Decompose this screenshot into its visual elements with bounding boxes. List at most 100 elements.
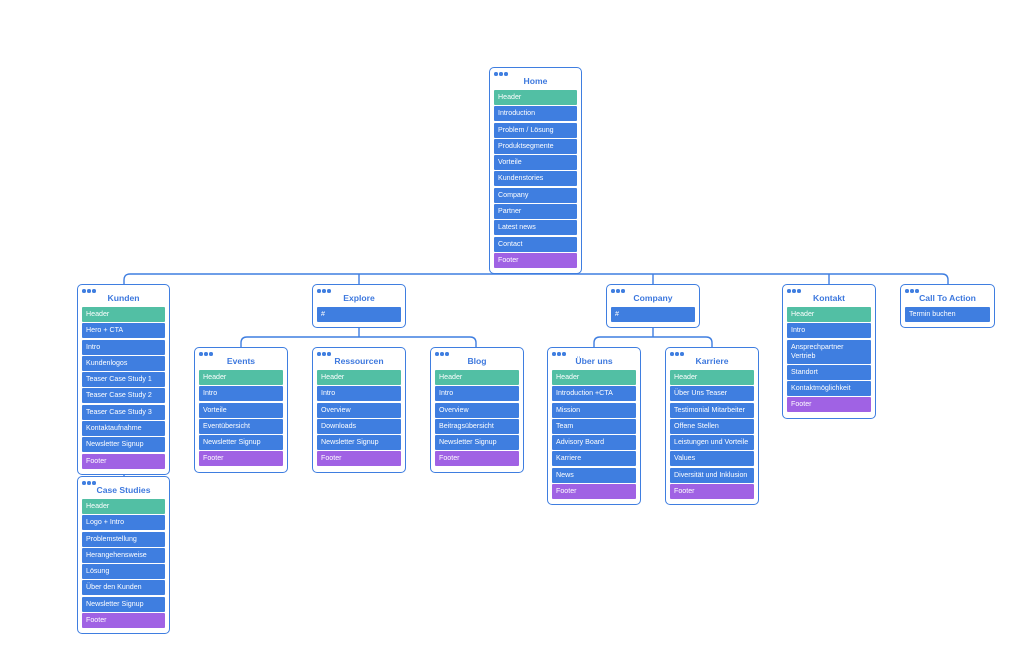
section-item: Header [494, 90, 577, 105]
section-item: Testimonial Mitarbeiter [670, 402, 754, 418]
card-title: Home [523, 76, 548, 86]
section-item: Footer [435, 451, 519, 467]
section-item: Footer [787, 397, 871, 413]
card-title: Karriere [695, 356, 729, 366]
section-item: Produktsegmente [494, 138, 577, 154]
window-dots-icon [199, 352, 213, 356]
section-item: # [611, 307, 695, 322]
connector-level1-bus [123, 273, 949, 284]
section-item: Header [82, 499, 165, 514]
section-item: Über Uns Teaser [670, 386, 754, 402]
section-item: Herangehensweise [82, 547, 165, 563]
card-title: Company [633, 293, 673, 303]
section-item: Teaser Case Study 2 [82, 388, 165, 404]
card-title: Über uns [575, 356, 613, 366]
section-item: Termin buchen [905, 307, 990, 322]
section-item: Header [199, 370, 283, 385]
section-item: Company [494, 187, 577, 203]
window-dots-icon [82, 289, 96, 293]
section-item: Vorteile [199, 402, 283, 418]
section-item: Kundenlogos [82, 355, 165, 371]
section-item: Intro [435, 386, 519, 402]
section-item: Header [435, 370, 519, 385]
card-company: Company # [606, 284, 700, 329]
section-item: Contact [494, 236, 577, 252]
window-dots-icon [905, 289, 919, 293]
section-item: Lösung [82, 564, 165, 580]
section-item: Kontaktaufnahme [82, 421, 165, 437]
section-item: Intro [787, 323, 871, 339]
section-item: Hero + CTA [82, 323, 165, 339]
section-item: # [317, 307, 401, 322]
section-item: Latest news [494, 220, 577, 236]
window-dots-icon [670, 352, 684, 356]
card-title: Case Studies [96, 485, 151, 495]
card-title: Explore [343, 293, 375, 303]
section-item: Logo + Intro [82, 515, 165, 531]
section-item: Footer [317, 451, 401, 467]
section-item: Newsletter Signup [435, 435, 519, 451]
section-item: Footer [552, 484, 636, 500]
section-item: Overview [435, 402, 519, 418]
card-title: Blog [467, 356, 487, 366]
section-item: Values [670, 451, 754, 467]
section-item: Header [787, 307, 871, 322]
section-item: Offene Stellen [670, 418, 754, 434]
section-item: Diversität und Inklusion [670, 467, 754, 483]
section-item: Eventübersicht [199, 418, 283, 434]
section-item: Introduction +CTA [552, 386, 636, 402]
card-title: Ressourcen [334, 356, 384, 366]
section-item: Team [552, 418, 636, 434]
section-item: News [552, 467, 636, 483]
section-item: Newsletter Signup [82, 596, 165, 612]
window-dots-icon [317, 352, 331, 356]
window-dots-icon [494, 72, 508, 76]
section-item: Intro [199, 386, 283, 402]
section-item: Newsletter Signup [317, 435, 401, 451]
section-item: Header [317, 370, 401, 385]
section-item: Problemstellung [82, 531, 165, 547]
card-title: Kontakt [813, 293, 845, 303]
section-item: Beitragsübersicht [435, 418, 519, 434]
section-item: Downloads [317, 418, 401, 434]
section-item: Header [82, 307, 165, 322]
section-item: Footer [199, 451, 283, 467]
section-item: Vorteile [494, 155, 577, 171]
section-item: Overview [317, 402, 401, 418]
card-explore: Explore # [312, 284, 406, 329]
window-dots-icon [82, 481, 96, 485]
section-item: Footer [82, 613, 165, 629]
section-item: Ansprechpartner Vertrieb [787, 339, 871, 364]
section-item: Footer [670, 484, 754, 500]
section-item: Introduction [494, 106, 577, 122]
window-dots-icon [435, 352, 449, 356]
window-dots-icon [787, 289, 801, 293]
connector-company-bus [593, 336, 713, 347]
window-dots-icon [611, 289, 625, 293]
section-item: Intro [82, 339, 165, 355]
section-item: Footer [82, 453, 165, 469]
section-item: Teaser Case Study 1 [82, 372, 165, 388]
window-dots-icon [552, 352, 566, 356]
section-item: Teaser Case Study 3 [82, 404, 165, 420]
section-item: Mission [552, 402, 636, 418]
section-item: Kontaktmöglichkeit [787, 381, 871, 397]
section-item: Newsletter Signup [199, 435, 283, 451]
connector-explore-bus [240, 336, 477, 347]
section-item: Advisory Board [552, 435, 636, 451]
section-item: Standort [787, 364, 871, 380]
section-item: Kundenstories [494, 171, 577, 187]
card-title: Events [226, 356, 256, 366]
section-item: Newsletter Signup [82, 437, 165, 453]
section-item: Über den Kunden [82, 580, 165, 596]
card-title: Call To Action [919, 293, 976, 303]
